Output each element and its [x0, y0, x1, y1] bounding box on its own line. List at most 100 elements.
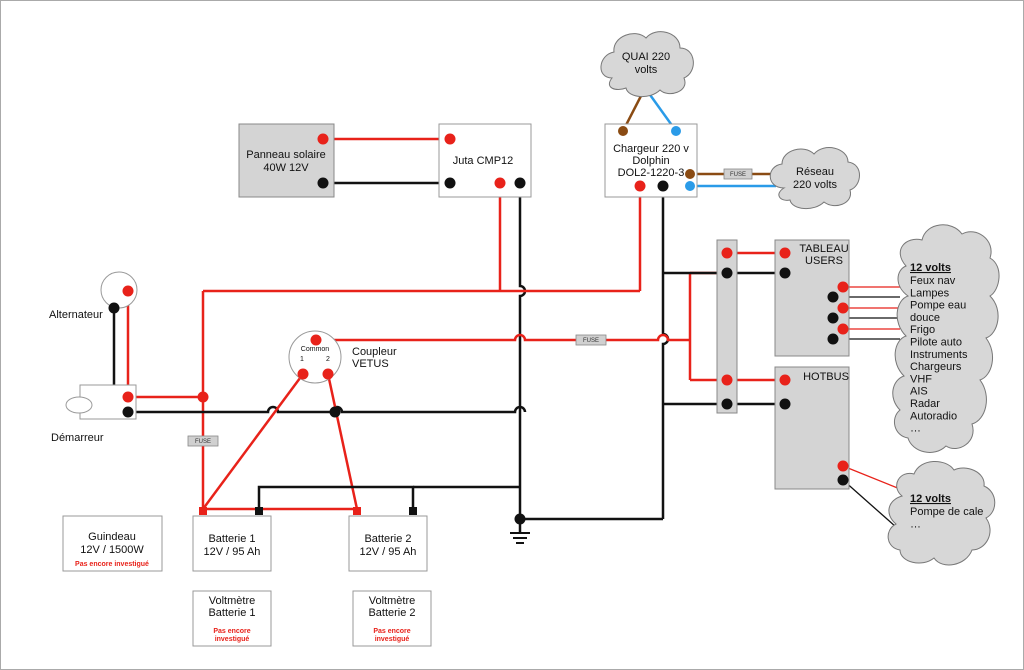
voltmeter-1-note-1: Pas encore [213, 628, 250, 635]
reseau-label-2: 220 volts [793, 179, 838, 191]
terminal-dot [827, 333, 839, 345]
coupler-label: Coupleur [352, 346, 397, 358]
voltmeter-2-box [352, 590, 432, 647]
charger-label-3: DOL2-1220-3 [618, 167, 685, 179]
charger-box [604, 123, 698, 198]
terminal-dot [634, 180, 646, 192]
terminal-dot [721, 247, 733, 259]
coupler-brand: VETUS [352, 358, 389, 370]
hotbus-cloud-shape [887, 461, 996, 566]
wire-coupler-battery1 [201, 373, 305, 510]
coupler-terminal-1: 1 [300, 356, 304, 363]
terminal-dot [108, 302, 120, 314]
battery-1-box [192, 515, 272, 572]
terminal-dot [779, 267, 791, 279]
terminal-dot [685, 181, 695, 191]
terminal-dot [514, 513, 526, 525]
hotbus-label: HOTBUS [803, 371, 849, 383]
battery-1-rating: 12V / 95 Ah [204, 546, 261, 558]
battery-1: Batterie 1 12V / 95 Ah [192, 515, 272, 572]
guindeau-rating: 12V / 1500W [80, 544, 144, 556]
terminal-dot [122, 285, 134, 297]
battery-terminal [409, 507, 417, 515]
voltmeter-1-note-2: investigué [215, 636, 250, 643]
terminal-dot [837, 323, 849, 335]
fuse-main: FUSE [187, 435, 219, 447]
terminal-dot [317, 177, 329, 189]
terminal-dot [317, 133, 329, 145]
list-item: Lampes [910, 287, 950, 299]
terminal-dot [122, 406, 134, 418]
coupler-common-label: Common [301, 346, 330, 353]
fuse-coupler: FUSE [575, 334, 607, 346]
fuse-reseau-label: FUSE [730, 172, 746, 178]
hotbus-cloud-heading: 12 volts [910, 493, 951, 505]
coupler-terminal-2: 2 [326, 356, 330, 363]
list-item: Feux nav [910, 275, 956, 287]
terminal-dot [444, 133, 456, 145]
fuse-coupler-label: FUSE [583, 338, 599, 344]
terminal-dot [837, 460, 849, 472]
fuse-reseau-box [723, 168, 753, 180]
terminal-dot [779, 398, 791, 410]
terminal-dot [837, 281, 849, 293]
voltmeter-2-note-1: Pas encore [373, 628, 410, 635]
terminal-dot [721, 267, 733, 279]
distribution-bar [716, 239, 738, 414]
list-item: Frigo [910, 324, 935, 336]
quai-cloud-shape [600, 31, 694, 97]
alternator-label: Alternateur [49, 309, 103, 321]
terminal-dot [310, 334, 322, 346]
charger: Chargeur 220 v Dolphin DOL2-1220-3 [604, 123, 698, 198]
list-item: VHF [910, 373, 932, 385]
terminal-dot [779, 374, 791, 386]
terminal-dot [329, 406, 341, 418]
terminal-dot [837, 474, 849, 486]
terminal-dot [494, 177, 506, 189]
wire-battery-negatives [257, 485, 415, 509]
battery-terminal [353, 507, 361, 515]
list-item: … [910, 423, 921, 435]
terminal-dot [444, 177, 456, 189]
reseau-label-1: Réseau [796, 166, 834, 178]
fuse-coupler-box [575, 334, 607, 346]
starter-motor [65, 396, 93, 414]
terminals [108, 126, 849, 525]
wire-hotbus-black [842, 479, 897, 528]
list-item: … [910, 519, 921, 531]
hotbus-cloud: 12 volts Pompe de cale… [887, 461, 996, 566]
terminal-dot [657, 180, 669, 192]
terminal-dot [297, 368, 309, 380]
charger-label-1: Chargeur 220 v [613, 143, 689, 155]
list-item: Autoradio [910, 410, 957, 422]
tableau-label-2: USERS [805, 255, 843, 267]
users-cloud-shape [892, 224, 1000, 453]
voltmeter-2: Voltmètre Batterie 2 Pas encore investig… [352, 590, 432, 647]
wire-hotbus-red [842, 465, 906, 492]
guindeau-box [62, 515, 163, 572]
terminal-dot [618, 126, 628, 136]
alternator: Alternateur [49, 271, 138, 321]
battery-2-rating: 12V / 95 Ah [360, 546, 417, 558]
terminal-dot [827, 291, 839, 303]
tableau-label-1: TABLEAU [799, 243, 848, 255]
terminal-dot [721, 398, 733, 410]
fuse-main-label: FUSE [195, 439, 211, 445]
terminal-dot [685, 169, 695, 179]
terminal-dot [671, 126, 681, 136]
voltmeter-2-note-2: investigué [375, 636, 410, 643]
list-item: Pilote auto [910, 337, 962, 349]
battery-terminal [199, 507, 207, 515]
terminal-dot [827, 312, 839, 324]
voltmeter-1-label: Voltmètre [209, 595, 255, 607]
voltmeter-1-target: Batterie 1 [208, 607, 255, 619]
starter-label: Démarreur [51, 432, 104, 444]
terminal-dot [837, 302, 849, 314]
quai-label-1: QUAI 220 [622, 51, 670, 63]
quai-cloud: QUAI 220 volts [600, 31, 694, 97]
battery-terminal [255, 507, 263, 515]
terminal-dot [122, 391, 134, 403]
